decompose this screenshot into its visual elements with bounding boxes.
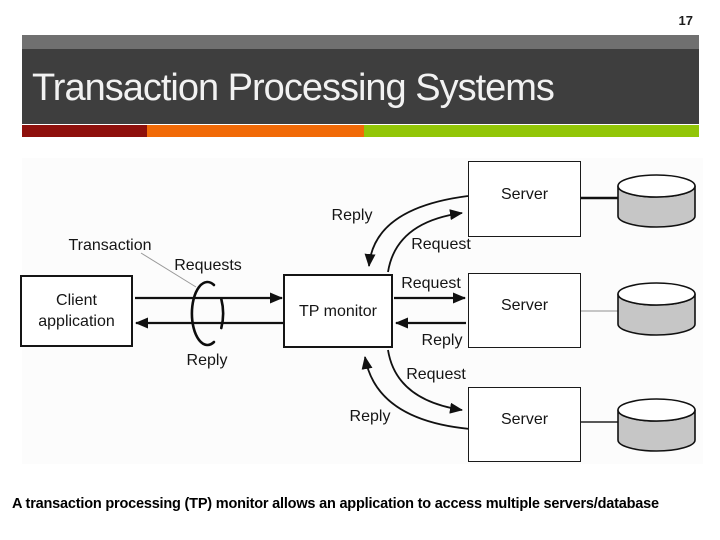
reply-label-client: Reply xyxy=(186,352,228,369)
request-label-top: Request xyxy=(411,236,471,253)
requests-label: Requests xyxy=(174,257,242,274)
slide-header: Transaction Processing Systems xyxy=(22,49,699,124)
reply-label-bottom: Reply xyxy=(349,408,391,425)
server-label: Server xyxy=(500,185,549,203)
accent-bars xyxy=(22,125,699,137)
reply-label-top: Reply xyxy=(331,207,373,224)
request-label-middle: Request xyxy=(401,275,461,292)
server-box-3: Server xyxy=(468,387,581,462)
tp-monitor-box: TP monitor xyxy=(283,274,393,348)
client-application-label-line2: application xyxy=(38,313,115,330)
header-accent-strip xyxy=(22,35,699,49)
page-number: 17 xyxy=(678,13,693,28)
server-label: Server xyxy=(500,411,549,428)
request-label-bottom: Request xyxy=(406,366,466,383)
tp-monitor-label: TP monitor xyxy=(299,302,377,320)
accent-bar-green xyxy=(364,125,699,137)
slide-caption: A transaction processing (TP) monitor al… xyxy=(12,496,659,512)
accent-bar-orange xyxy=(147,125,364,137)
transaction-label: Transaction xyxy=(68,237,152,254)
server-box-2: Server xyxy=(468,273,581,348)
server-label: Server xyxy=(500,297,549,314)
accent-bar-red xyxy=(22,125,147,137)
client-application-box: Client application xyxy=(20,275,133,347)
slide-title: Transaction Processing Systems xyxy=(32,67,555,109)
reply-label-middle: Reply xyxy=(421,332,463,349)
client-application-label-line1: Client xyxy=(56,292,97,309)
server-box-1: Server xyxy=(468,161,581,237)
